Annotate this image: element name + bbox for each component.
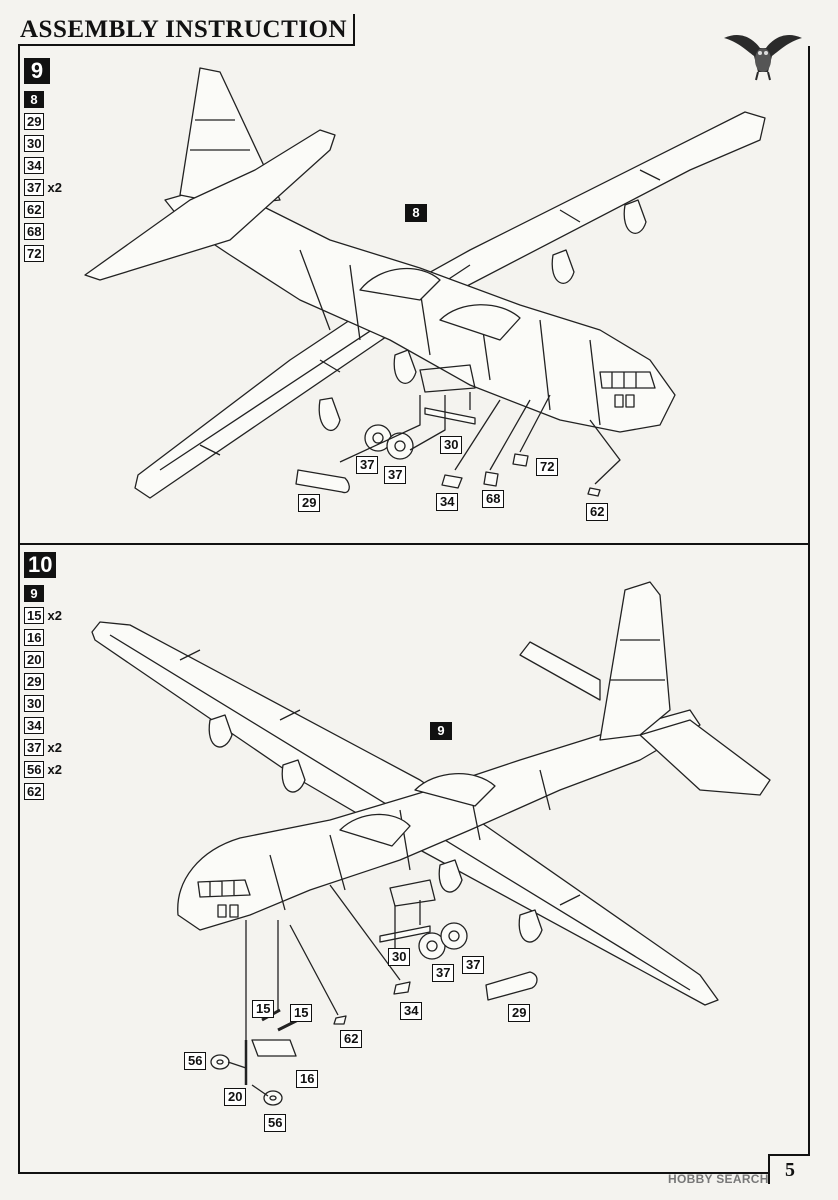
part-number: 56	[24, 760, 45, 778]
callout-34: 34	[400, 1002, 423, 1020]
page-title: ASSEMBLY INSTRUCTION	[18, 14, 355, 46]
part-number: 62	[24, 782, 45, 800]
part-qty: x2	[47, 739, 62, 755]
callout-30: 30	[388, 948, 411, 966]
callout-34: 34	[436, 493, 459, 511]
callout-72: 72	[536, 458, 559, 476]
part-number: 37	[24, 738, 45, 756]
callout-62: 62	[586, 503, 609, 521]
callout-20: 20	[224, 1088, 247, 1106]
part-number: 72	[24, 244, 45, 262]
callout-37: 37	[432, 964, 455, 982]
step-10-number: 10	[24, 552, 57, 578]
callout-68: 68	[482, 490, 505, 508]
step-divider	[18, 543, 810, 545]
part-number: 20	[24, 650, 45, 668]
callout-30: 30	[440, 436, 463, 454]
part-number: 30	[24, 694, 45, 712]
part-number: 34	[24, 716, 45, 734]
part-number: 30	[24, 134, 45, 152]
part-qty: x2	[47, 179, 62, 195]
base-assembly-badge: 9	[24, 584, 44, 602]
callout-16: 16	[296, 1070, 319, 1088]
callout-56: 56	[264, 1114, 287, 1132]
step-9-number: 9	[24, 58, 50, 84]
callout-assembly: 8	[405, 204, 427, 222]
callout-62: 62	[340, 1030, 363, 1048]
page-frame	[18, 46, 810, 1174]
callout-29: 29	[298, 494, 321, 512]
part-qty: x2	[47, 761, 62, 777]
part-number: 29	[24, 672, 45, 690]
callout-15: 15	[290, 1004, 313, 1022]
callout-37: 37	[384, 466, 407, 484]
base-assembly-badge: 8	[24, 90, 44, 108]
part-number: 16	[24, 628, 45, 646]
part-number: 34	[24, 156, 45, 174]
callout-29: 29	[508, 1004, 531, 1022]
callout-37: 37	[356, 456, 379, 474]
callout-15: 15	[252, 1000, 275, 1018]
part-number: 15	[24, 606, 45, 624]
part-number: 62	[24, 200, 45, 218]
callout-37: 37	[462, 956, 485, 974]
owl-logo-icon	[724, 35, 802, 81]
callout-56: 56	[184, 1052, 207, 1070]
part-number: 68	[24, 222, 45, 240]
part-number: 29	[24, 112, 45, 130]
callout-assembly: 9	[430, 722, 452, 740]
part-qty: x2	[47, 607, 62, 623]
page-number: 5	[768, 1154, 810, 1184]
watermark-text: HOBBY SEARCH	[668, 1172, 769, 1186]
part-number: 37	[24, 178, 45, 196]
